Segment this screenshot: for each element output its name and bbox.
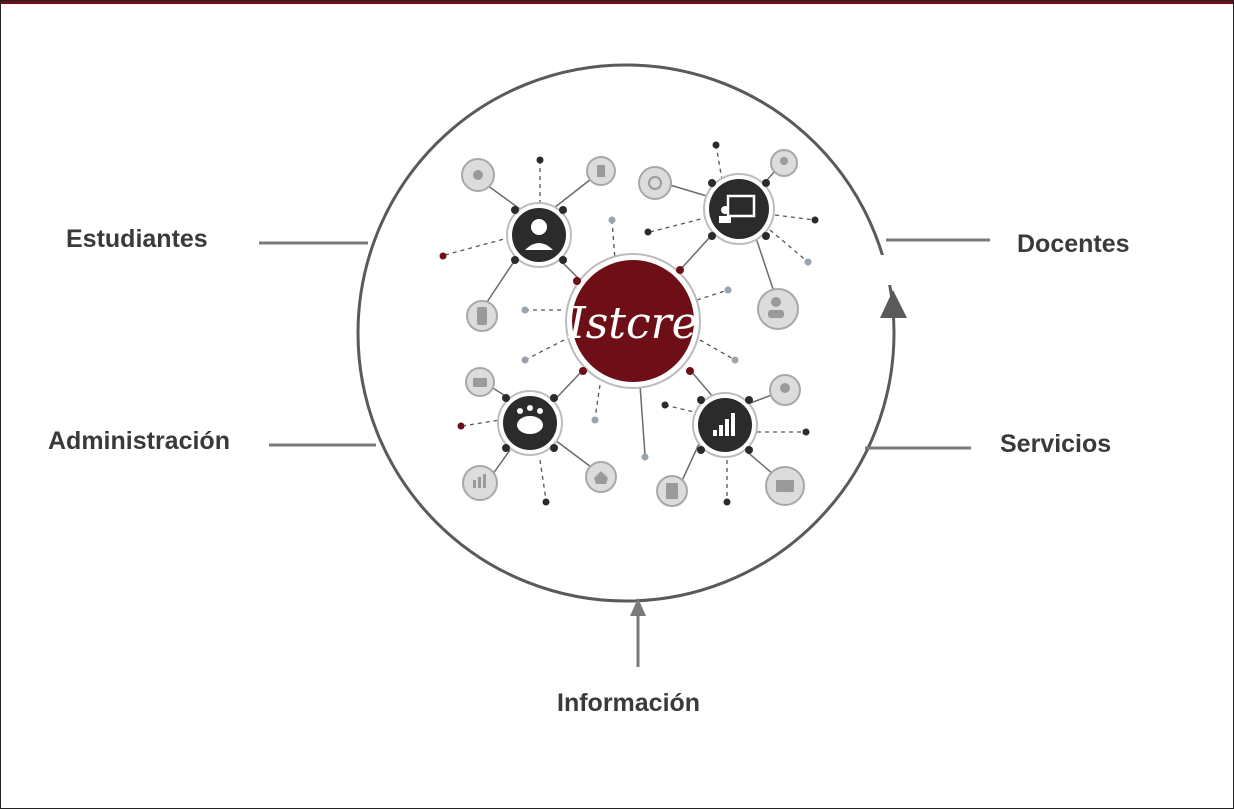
logo-text: Istcre: [567, 298, 697, 349]
dashed-links: [444, 144, 816, 501]
presentation-icon: [726, 194, 756, 218]
student-node: [506, 202, 572, 268]
informacion-arrowhead: [630, 598, 646, 616]
logo-port-dots: [573, 266, 694, 375]
link-dots: [439, 141, 819, 506]
bar-chart-icon: [713, 413, 735, 436]
satellite-glyphs: [473, 157, 794, 499]
ring-gap: [878, 255, 900, 285]
meeting-icon: [517, 416, 543, 434]
logo-circle: [572, 260, 694, 382]
add-user-icon: [757, 288, 799, 330]
services-node: [692, 392, 758, 458]
cycle-arrowhead: [880, 290, 907, 318]
outer-ring: [356, 63, 896, 603]
student-icon: [531, 219, 547, 235]
teacher-node: [703, 173, 775, 245]
label-estudiantes: Estudiantes: [66, 225, 208, 253]
admin-node: [497, 390, 563, 456]
label-informacion: Información: [557, 689, 701, 717]
label-docentes: Docentes: [1017, 230, 1130, 258]
label-administracion: Administración: [48, 427, 230, 455]
label-servicios: Servicios: [1000, 430, 1112, 458]
globe-icon: [638, 166, 672, 200]
top-accent-bar: [0, 0, 1234, 4]
